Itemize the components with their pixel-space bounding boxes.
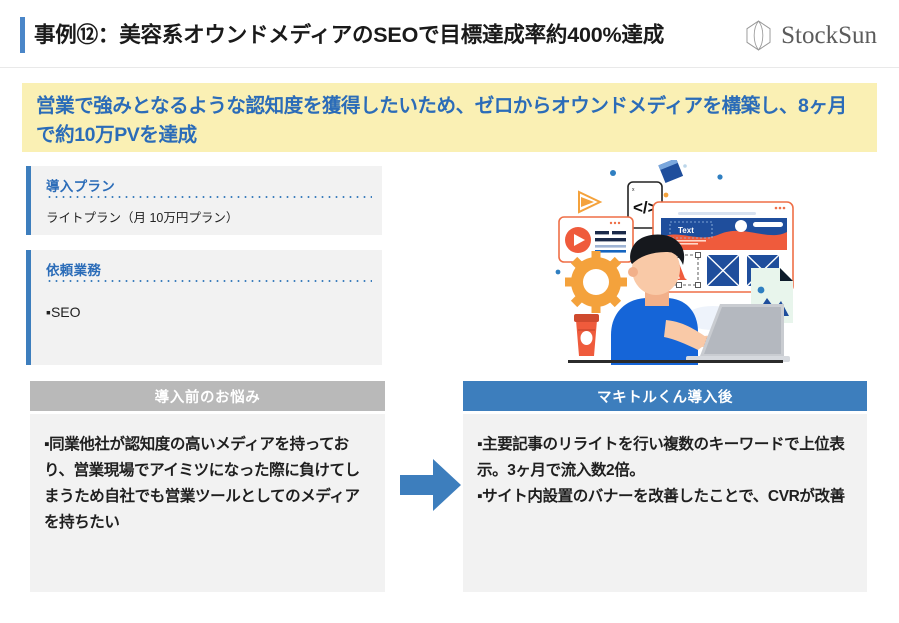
right-arrow-icon — [400, 459, 461, 511]
dotted-divider — [46, 280, 372, 282]
svg-text:</>: </> — [633, 198, 658, 217]
card-accent-bar — [26, 250, 31, 365]
svg-text:Text: Text — [678, 226, 694, 235]
after-panel-heading: マキトルくん導入後 — [463, 381, 867, 411]
info-card-plan: 導入プラン ライトプラン（月 10万円プラン） — [26, 166, 382, 235]
summary-banner: 営業で強みとなるような認知度を獲得したいため、ゼロからオウンドメディアを構築し、… — [22, 83, 877, 152]
slide-header: 事例⑫：美容系オウンドメディアのSEOで目標達成率約400%達成 StockSu… — [0, 0, 899, 68]
page-title: 事例⑫：美容系オウンドメディアのSEOで目標達成率約400%達成 — [34, 23, 664, 47]
svg-text:x: x — [632, 187, 635, 193]
info-card-title: 依頼業務 — [46, 263, 102, 278]
card-accent-bar — [26, 166, 31, 235]
brand-logo-text: StockSun — [781, 22, 877, 49]
info-card-title: 導入プラン — [46, 179, 115, 194]
info-card-services: 依頼業務 ▪SEO — [26, 250, 382, 365]
summary-banner-text: 営業で強みとなるような認知度を獲得したいため、ゼロからオウンドメディアを構築し、… — [36, 95, 847, 146]
web-developer-illustration: x </> — [555, 160, 794, 365]
title-accent-bar — [20, 17, 25, 53]
before-panel-body: ▪同業他社が認知度の高いメディアを持っており、営業現場でアイミツになった際に負け… — [30, 414, 385, 592]
after-panel-heading-text: マキトルくん導入後 — [597, 389, 733, 406]
info-card-body: ライトプラン（月 10万円プラン） — [46, 211, 239, 225]
info-card-body: ▪SEO — [46, 304, 81, 320]
dotted-divider — [46, 196, 372, 198]
header-divider — [0, 67, 899, 68]
before-panel-text: ▪同業他社が認知度の高いメディアを持っており、営業現場でアイミツになった際に負け… — [44, 436, 360, 531]
before-panel-heading: 導入前のお悩み — [30, 381, 385, 411]
after-panel-body: ▪主要記事のリライトを行い複数のキーワードで上位表示。3ヶ月で流入数2倍。 ▪サ… — [463, 414, 867, 592]
after-panel-text: ▪主要記事のリライトを行い複数のキーワードで上位表示。3ヶ月で流入数2倍。 ▪サ… — [477, 436, 845, 505]
brand-logo: StockSun — [745, 20, 877, 51]
before-panel-heading-text: 導入前のお悩み — [154, 389, 261, 406]
diamond-logo-icon — [746, 20, 771, 51]
